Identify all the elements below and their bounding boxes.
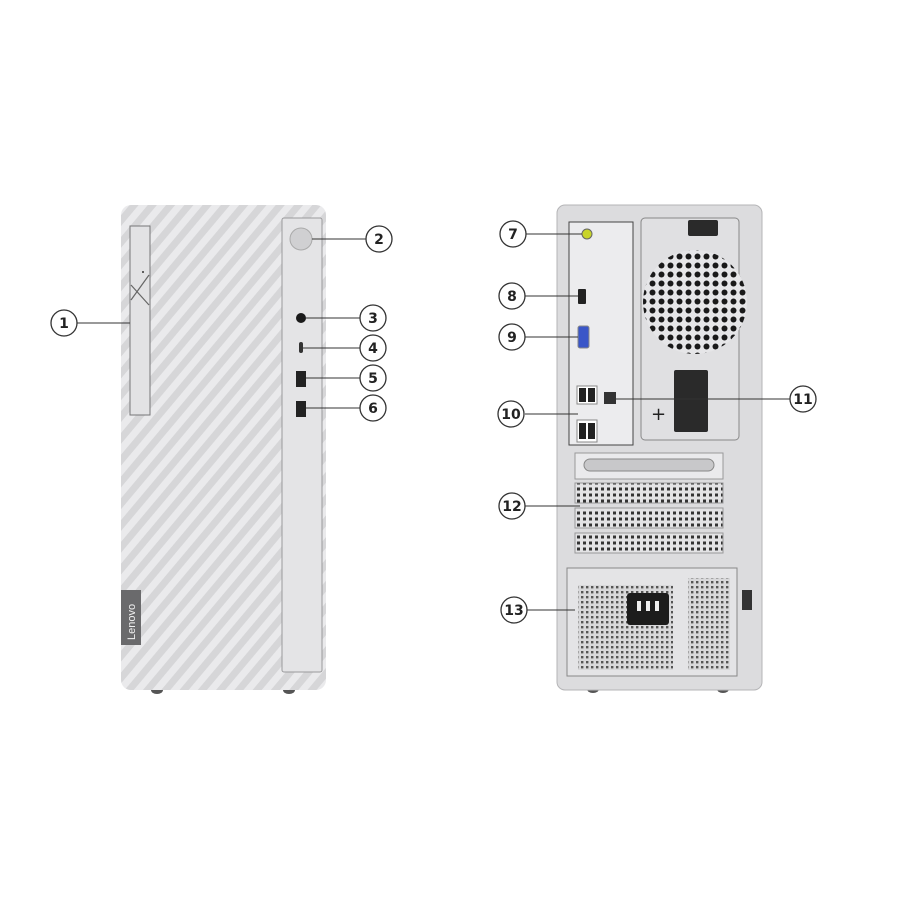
svg-text:6: 6: [368, 401, 378, 417]
usb-a-port[interactable]: [296, 401, 306, 417]
rear-tower: +: [556, 204, 763, 693]
usb-c-port[interactable]: [299, 342, 303, 353]
callout-5: 5: [359, 364, 387, 392]
plus-mark-icon: +: [651, 404, 666, 425]
svg-text:12: 12: [502, 499, 521, 515]
svg-text:1: 1: [59, 316, 69, 332]
svg-text:3: 3: [368, 311, 378, 327]
ethernet-port[interactable]: [604, 392, 616, 404]
callout-1: 1: [50, 309, 78, 337]
lenovo-logo-text: Lenovo: [126, 604, 138, 640]
lenovo-logo: [121, 590, 141, 645]
svg-text:11: 11: [793, 392, 812, 408]
front-tower: Lenovo: [121, 205, 326, 694]
lock-slot: [742, 590, 752, 610]
io-strip: [281, 217, 323, 673]
callout-11: 11: [789, 385, 817, 413]
callout-4: 4: [359, 334, 387, 362]
optical-drive[interactable]: [129, 225, 151, 416]
hdmi-port[interactable]: [578, 289, 586, 304]
svg-text:9: 9: [507, 330, 517, 346]
svg-text:10: 10: [501, 407, 521, 423]
power-button[interactable]: [289, 227, 313, 251]
svg-text:2: 2: [374, 232, 384, 248]
svg-text:5: 5: [368, 371, 378, 387]
callout-7: 7: [499, 220, 527, 248]
callout-8: 8: [498, 282, 526, 310]
usb-ports[interactable]: [576, 385, 598, 443]
svg-text:13: 13: [504, 603, 523, 619]
svg-text:7: 7: [508, 227, 518, 243]
fan-grille: [643, 250, 747, 354]
callout-13: 13: [500, 596, 528, 624]
callout-3: 3: [359, 304, 387, 332]
front-panel: [121, 205, 326, 690]
usb-a-port[interactable]: [296, 371, 306, 387]
power-supply: [566, 567, 738, 677]
svg-text:8: 8: [507, 289, 517, 305]
callout-6: 6: [359, 394, 387, 422]
vga-port[interactable]: [577, 325, 590, 349]
audio-jack[interactable]: [296, 313, 306, 323]
svg-text:4: 4: [368, 341, 378, 357]
callout-10: 10: [497, 400, 525, 428]
callout-2: 2: [365, 225, 393, 253]
callout-9: 9: [498, 323, 526, 351]
audio-line-out[interactable]: [581, 228, 593, 240]
callout-12: 12: [498, 492, 526, 520]
expansion-slots[interactable]: [574, 452, 724, 554]
callout-lines: [77, 233, 790, 611]
